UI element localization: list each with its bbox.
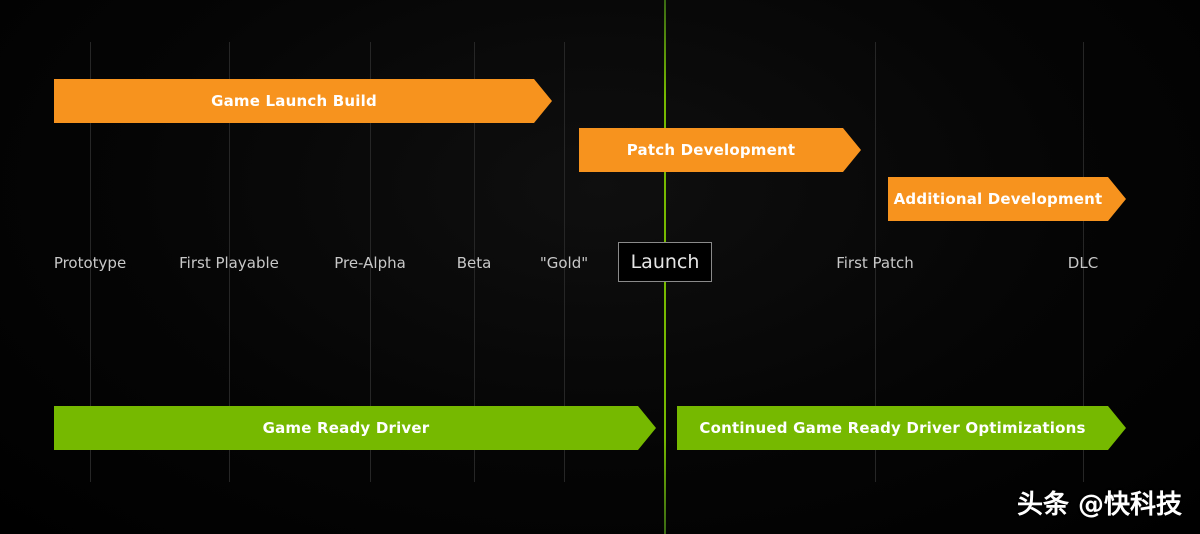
milestone-launch: Launch [630,251,700,273]
patch-development-label: Patch Development [626,141,796,159]
game-launch-build-label: Game Launch Build [211,92,377,110]
milestone-dlc: DLC [1067,254,1099,272]
continued-optimizations-label: Continued Game Ready Driver Optimization… [699,419,1086,437]
game-ready-driver-arrow: Game Ready Driver [54,406,656,450]
watermark: 头条 @快科技 [1016,490,1182,520]
additional-development-arrow: Additional Development [888,177,1126,221]
additional-development-label: Additional Development [893,190,1103,208]
milestone-gold: "Gold" [539,254,589,272]
milestone-pre-alpha: Pre-Alpha [334,254,406,272]
gridline-beta [474,42,475,482]
game-launch-build-arrow: Game Launch Build [54,79,552,123]
milestone-launch-box: Launch [618,242,712,282]
milestone-first-patch: First Patch [836,254,914,272]
gridline-pre-alpha [370,42,371,482]
milestone-first-playable: First Playable [179,254,279,272]
gridline-gold [564,42,565,482]
gridline-first-patch [875,42,876,482]
continued-optimizations-arrow: Continued Game Ready Driver Optimization… [677,406,1126,450]
patch-development-arrow: Patch Development [579,128,861,172]
milestone-beta: Beta [456,254,492,272]
gridline-dlc [1083,42,1084,482]
gridline-first-playable [229,42,230,482]
gridline-prototype [90,42,91,482]
game-ready-driver-label: Game Ready Driver [262,419,430,437]
milestone-prototype: Prototype [53,254,127,272]
